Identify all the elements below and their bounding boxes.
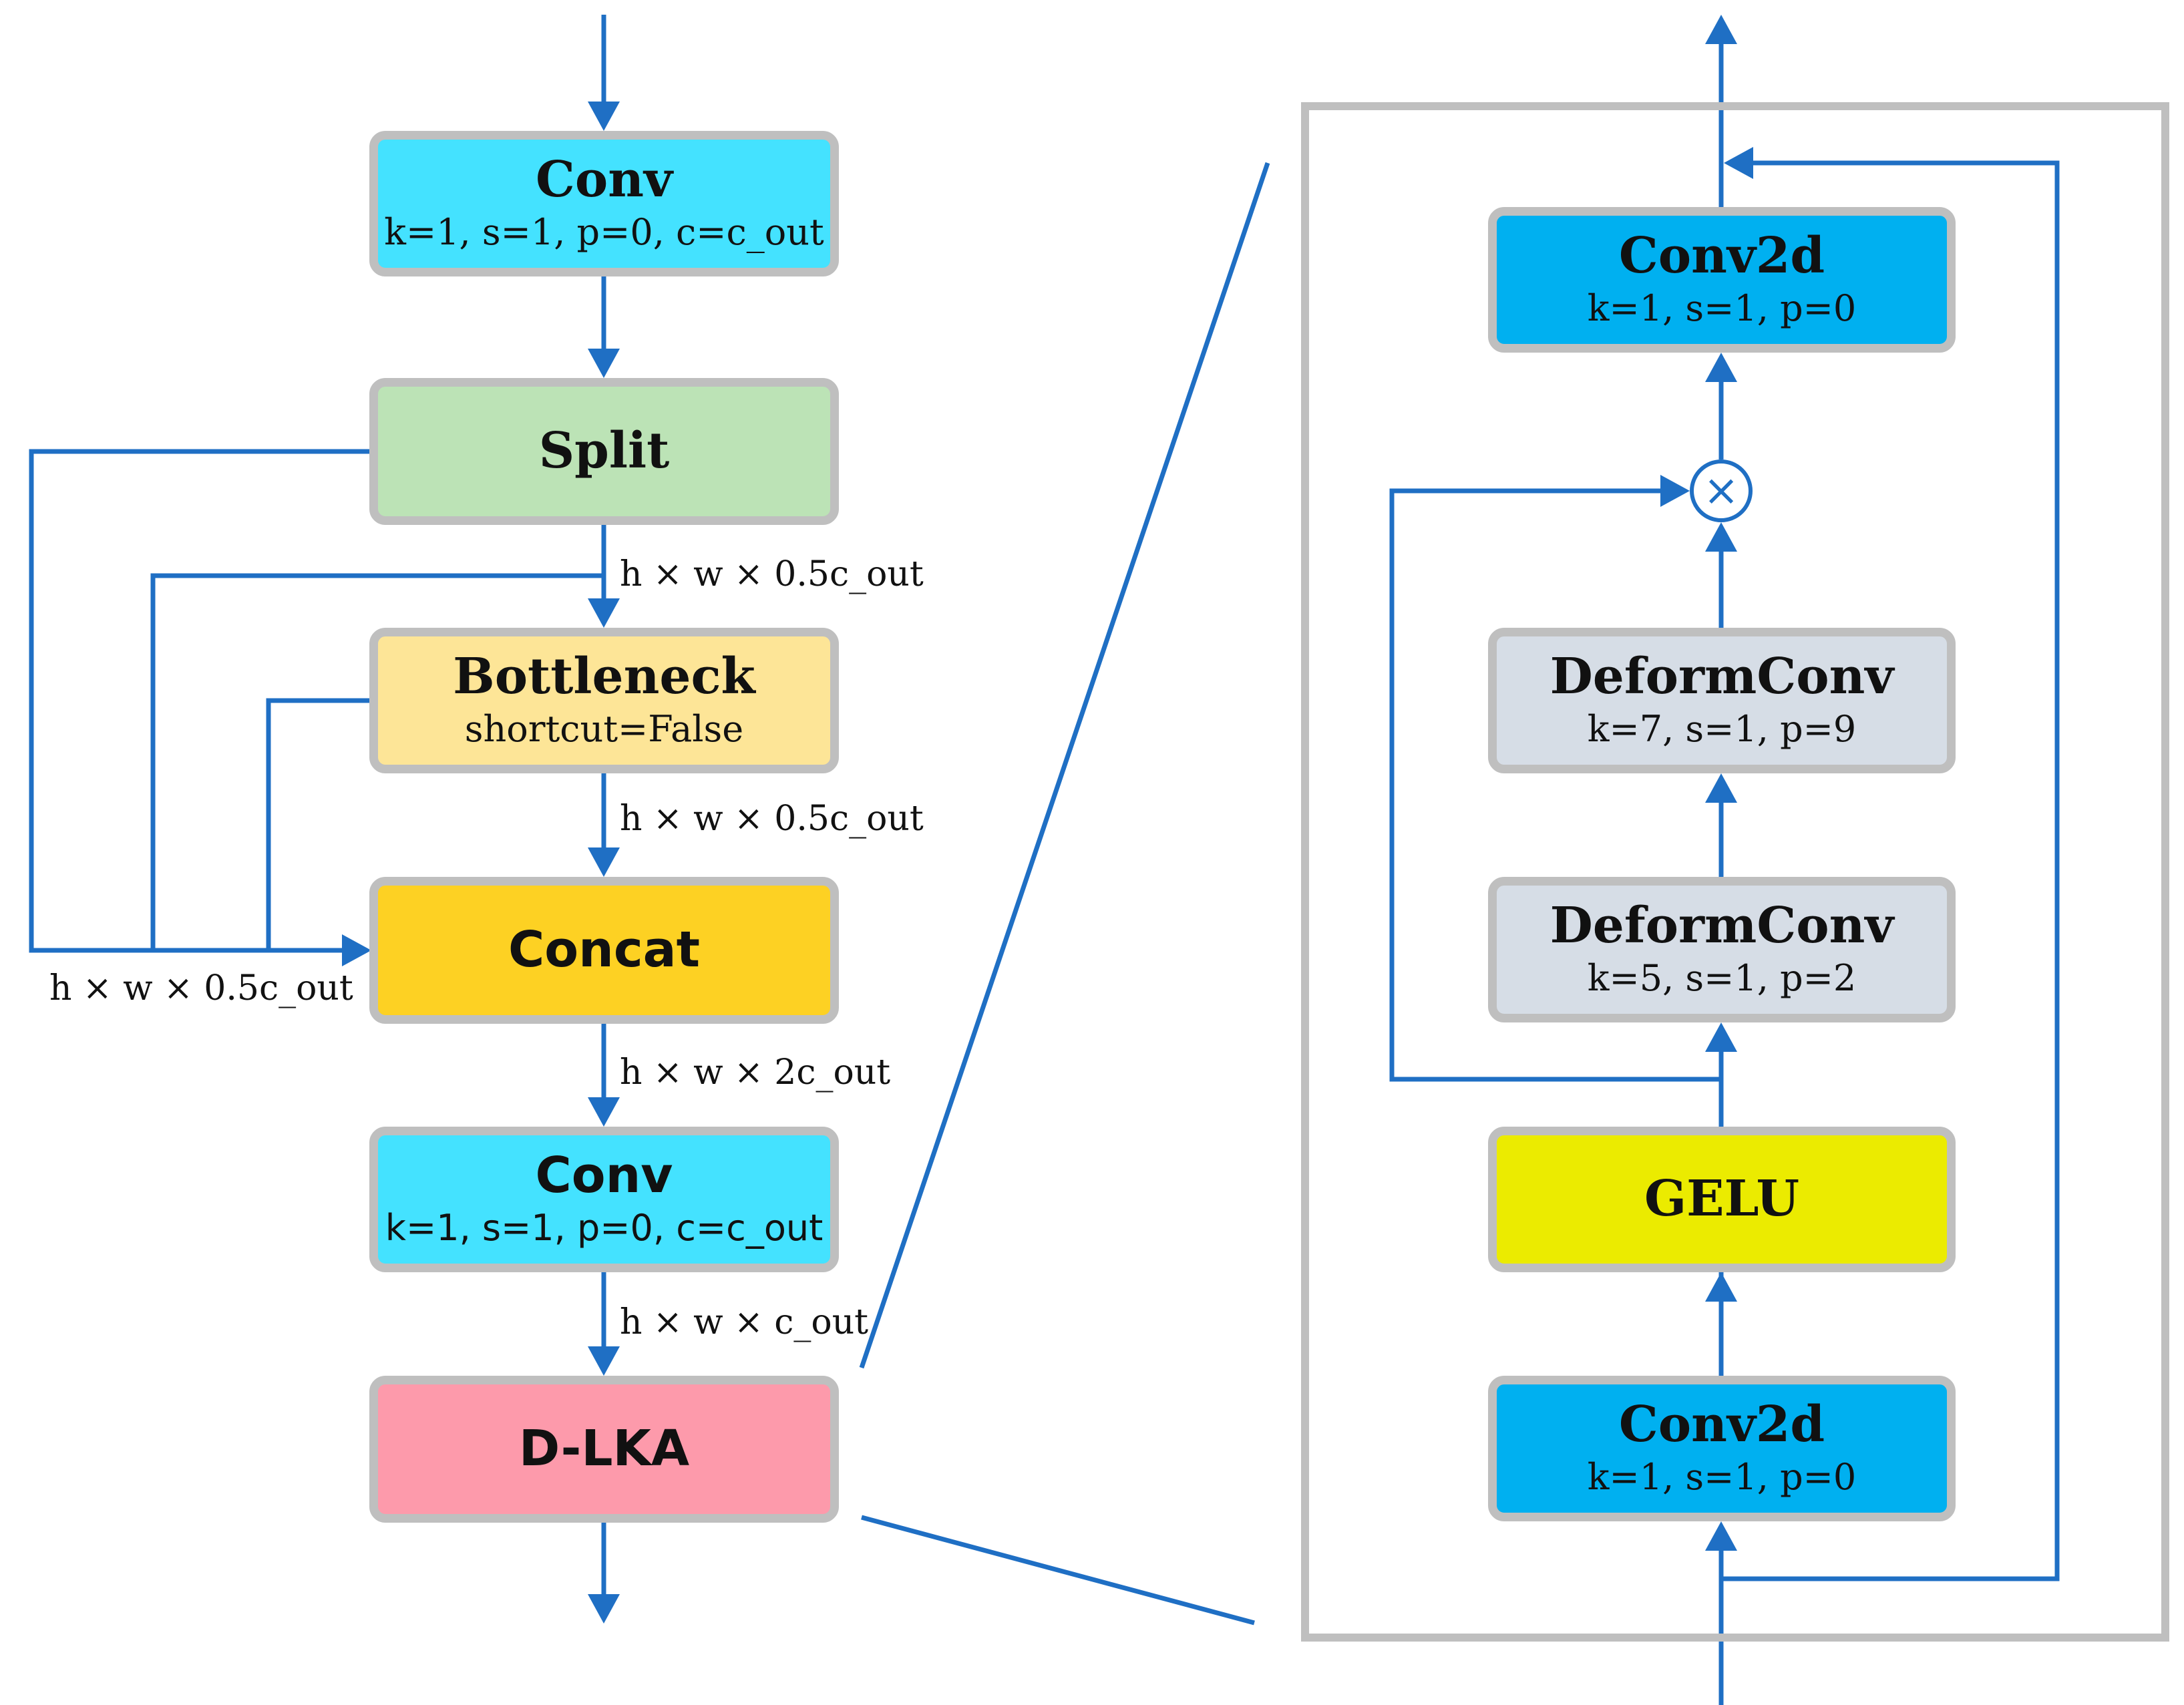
arrow-head-icon — [1705, 1022, 1737, 1052]
split-branch-wire — [150, 573, 604, 950]
dlka-title: D-LKA — [518, 1420, 690, 1478]
deformconv-params: k=7, s=1, p=9 — [1587, 708, 1857, 751]
arrow-head-icon — [588, 102, 620, 131]
arrow-head-icon — [1705, 15, 1737, 44]
arrow-head-icon — [1705, 522, 1737, 552]
conv2d-block-bottom[interactable]: Conv2d k=1, s=1, p=0 — [1488, 1376, 1956, 1521]
conv-block-bottom[interactable]: Conv k=1, s=1, p=0, c=c_out — [369, 1127, 839, 1272]
conv2d-params: k=1, s=1, p=0 — [1587, 1456, 1857, 1499]
arrow-head-icon — [1705, 773, 1737, 803]
bottleneck-output-label: h × w × 0.5c_out — [620, 799, 924, 839]
conv-params: k=1, s=1, p=0, c=c_out — [385, 1207, 824, 1250]
conv-block-top[interactable]: Conv k=1, s=1, p=0, c=c_out — [369, 131, 839, 276]
multiply-icon: × — [1703, 466, 1739, 516]
arrow-head-icon — [1705, 353, 1737, 382]
conv2d-title: Conv2d — [1618, 1395, 1825, 1453]
arrow-head-icon — [588, 1594, 620, 1624]
arrow-head-icon — [1724, 147, 1753, 179]
residual-wire — [1721, 160, 2060, 1581]
conv-output-label: h × w × c_out — [620, 1302, 869, 1342]
zoom-line-bottom — [861, 1515, 1255, 1626]
conv-title: Conv — [535, 150, 673, 208]
concat-block[interactable]: Concat — [369, 877, 839, 1024]
concat-side-label: h × w × 0.5c_out — [49, 968, 353, 1008]
conv2d-params: k=1, s=1, p=0 — [1587, 287, 1857, 330]
split-skip-wire — [29, 449, 369, 953]
bottleneck-title: Bottleneck — [453, 647, 755, 705]
arrow-head-icon — [588, 1097, 620, 1127]
arrow-head-icon — [1705, 1272, 1737, 1302]
zoom-line-top — [859, 162, 1270, 1369]
deformconv-params: k=5, s=1, p=2 — [1587, 957, 1857, 1000]
bottleneck-block[interactable]: Bottleneck shortcut=False — [369, 628, 839, 773]
deformconv-title: DeformConv — [1550, 896, 1894, 954]
conv-title: Conv — [535, 1146, 673, 1204]
arrow-head-icon — [588, 847, 620, 877]
gelu-title: GELU — [1644, 1170, 1800, 1228]
concat-title: Concat — [508, 921, 700, 979]
conv2d-block-top[interactable]: Conv2d k=1, s=1, p=0 — [1488, 207, 1956, 353]
deformconv-k5-block[interactable]: DeformConv k=5, s=1, p=2 — [1488, 877, 1956, 1022]
conv2d-title: Conv2d — [1618, 226, 1825, 285]
split-block[interactable]: Split — [369, 378, 839, 525]
bottleneck-params: shortcut=False — [464, 708, 744, 751]
bottleneck-skip-wire — [266, 698, 369, 950]
arrow-head-icon — [588, 598, 620, 628]
deformconv-title: DeformConv — [1550, 647, 1894, 705]
arrow-head-icon — [342, 934, 371, 966]
arrow-head-icon — [1705, 1521, 1737, 1551]
deformconv-k7-block[interactable]: DeformConv k=7, s=1, p=9 — [1488, 628, 1956, 773]
conv-params: k=1, s=1, p=0, c=c_out — [384, 211, 824, 254]
attention-branch-wire — [1389, 488, 1721, 1082]
arrow-head-icon — [588, 349, 620, 378]
arrow-head-icon — [1660, 475, 1690, 507]
split-output-label: h × w × 0.5c_out — [620, 554, 924, 594]
dlka-detail-frame — [1301, 102, 2169, 1642]
dlka-block[interactable]: D-LKA — [369, 1376, 839, 1523]
split-title: Split — [538, 422, 670, 480]
multiply-node: × — [1690, 459, 1753, 522]
arrow-head-icon — [588, 1346, 620, 1376]
concat-output-label: h × w × 2c_out — [620, 1053, 891, 1093]
gelu-block[interactable]: GELU — [1488, 1127, 1956, 1272]
